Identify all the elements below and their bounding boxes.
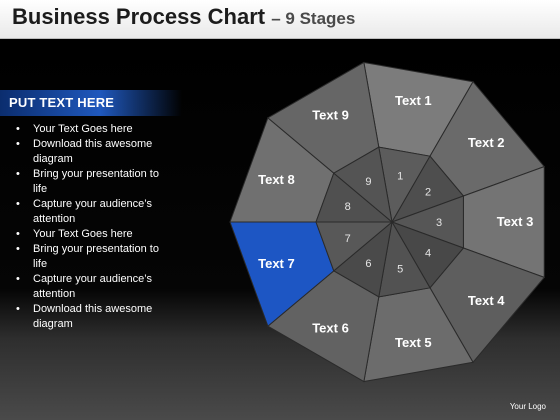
segment-number-3: 3	[436, 217, 442, 229]
segment-number-4: 4	[425, 247, 431, 259]
segment-label-5: Text 5	[395, 335, 432, 350]
bullet-item: Your Text Goes here	[16, 122, 176, 137]
title-subtitle: – 9 Stages	[271, 9, 356, 28]
segment-number-2: 2	[425, 187, 431, 199]
outer-ring	[229, 61, 546, 383]
inner-ring	[315, 146, 465, 298]
bullet-item: Bring your presentation to life	[16, 167, 176, 197]
segment-label-8: Text 8	[258, 172, 295, 187]
logo-text: Your Logo	[509, 402, 546, 411]
segment-label-6: Text 6	[312, 321, 349, 336]
segment-number-7: 7	[345, 233, 351, 245]
bullet-item: Download this awesome diagram	[16, 302, 176, 332]
text-panel-banner: PUT TEXT HERE	[0, 90, 182, 116]
bullet-item: Capture your audience’s attention	[16, 272, 176, 302]
segment-number-9: 9	[365, 176, 371, 188]
segment-number-8: 8	[345, 201, 351, 213]
segment-label-3: Text 3	[497, 214, 534, 229]
bullet-item: Your Text Goes here	[16, 227, 176, 242]
segment-label-4: Text 4	[468, 293, 505, 308]
bullet-list: Your Text Goes here Download this awesom…	[16, 122, 176, 332]
segment-label-7: Text 7	[258, 256, 295, 271]
inner-segment-9	[332, 146, 393, 224]
text-panel-heading: PUT TEXT HERE	[9, 95, 115, 110]
bullet-item: Download this awesome diagram	[16, 137, 176, 167]
segment-number-5: 5	[397, 263, 403, 275]
bullet-item: Capture your audience’s attention	[16, 197, 176, 227]
segment-label-1: Text 1	[395, 93, 432, 108]
segment-number-1: 1	[397, 171, 403, 183]
bullet-item: Bring your presentation to life	[16, 242, 176, 272]
page-title: Business Process Chart – 9 Stages	[12, 4, 355, 30]
segment-number-6: 6	[365, 258, 371, 270]
segment-label-2: Text 2	[468, 135, 505, 150]
title-main: Business Process Chart	[12, 4, 266, 29]
segment-label-9: Text 9	[312, 107, 349, 122]
title-bar: Business Process Chart – 9 Stages	[0, 0, 560, 39]
